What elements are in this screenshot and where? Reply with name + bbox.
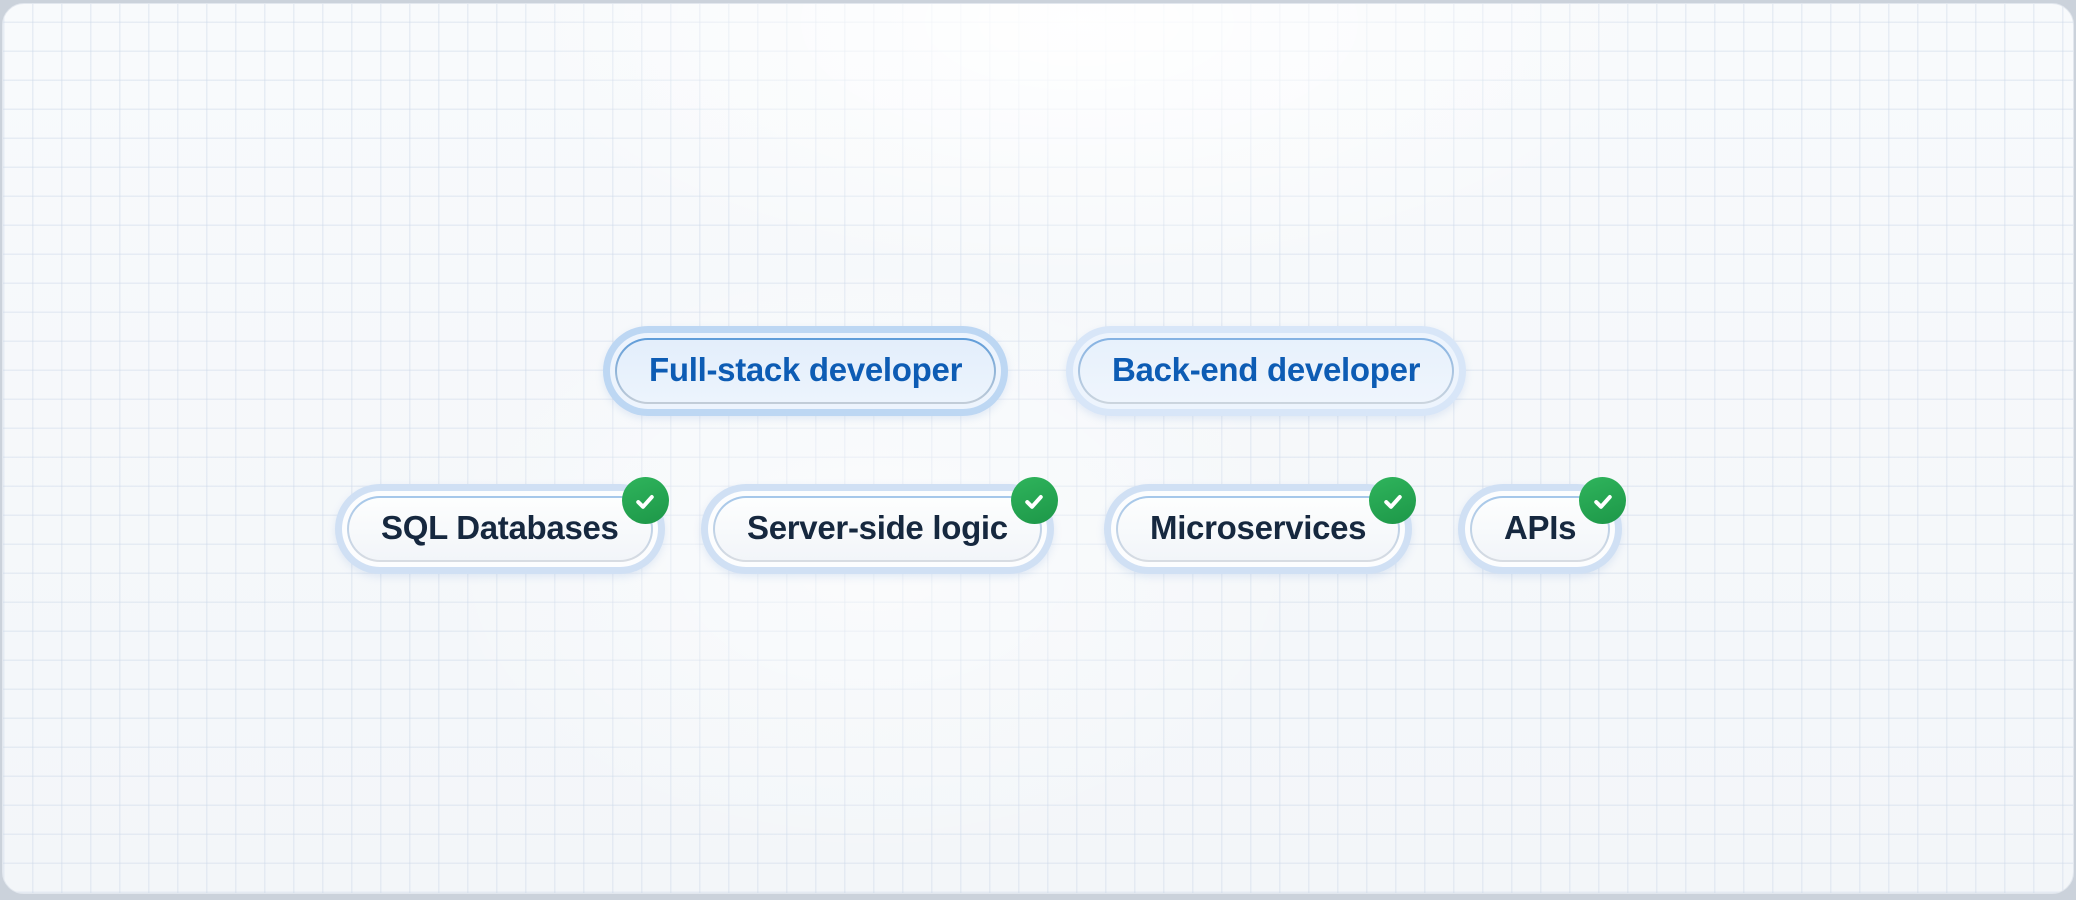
chip-gap: SQL Databases [342, 491, 658, 567]
chip-label: Full-stack developer [615, 338, 996, 404]
chip-label: APIs [1470, 496, 1610, 562]
chip-gap: Microservices [1111, 491, 1406, 567]
grid-canvas: Full-stack developer Back-end developer … [2, 3, 2074, 894]
skill-chip-apis[interactable]: APIs [1458, 477, 1627, 574]
role-chip-full-stack-developer[interactable]: Full-stack developer [603, 326, 1009, 416]
chip-label: Server-side logic [713, 496, 1042, 562]
chip-ring: Back-end developer [1066, 326, 1467, 416]
chip-ring: Microservices [1104, 484, 1413, 574]
check-icon [1369, 477, 1417, 524]
skill-chip-microservices[interactable]: Microservices [1104, 477, 1417, 574]
chip-label: SQL Databases [347, 496, 653, 562]
check-icon [621, 477, 669, 524]
skill-chip-sql-databases[interactable]: SQL Databases [335, 477, 669, 574]
chip-label: Microservices [1116, 496, 1400, 562]
chip-ring: SQL Databases [335, 484, 665, 574]
chip-gap: Back-end developer [1073, 333, 1460, 409]
chip-ring: Full-stack developer [603, 326, 1009, 416]
chip-gap: Server-side logic [708, 491, 1047, 567]
chip-ring: Server-side logic [701, 484, 1054, 574]
role-chip-back-end-developer[interactable]: Back-end developer [1066, 326, 1467, 416]
chip-gap: Full-stack developer [610, 333, 1002, 409]
skill-chip-server-side-logic[interactable]: Server-side logic [701, 477, 1058, 574]
check-icon [1579, 477, 1627, 524]
check-icon [1010, 477, 1058, 524]
chip-label: Back-end developer [1078, 338, 1454, 404]
